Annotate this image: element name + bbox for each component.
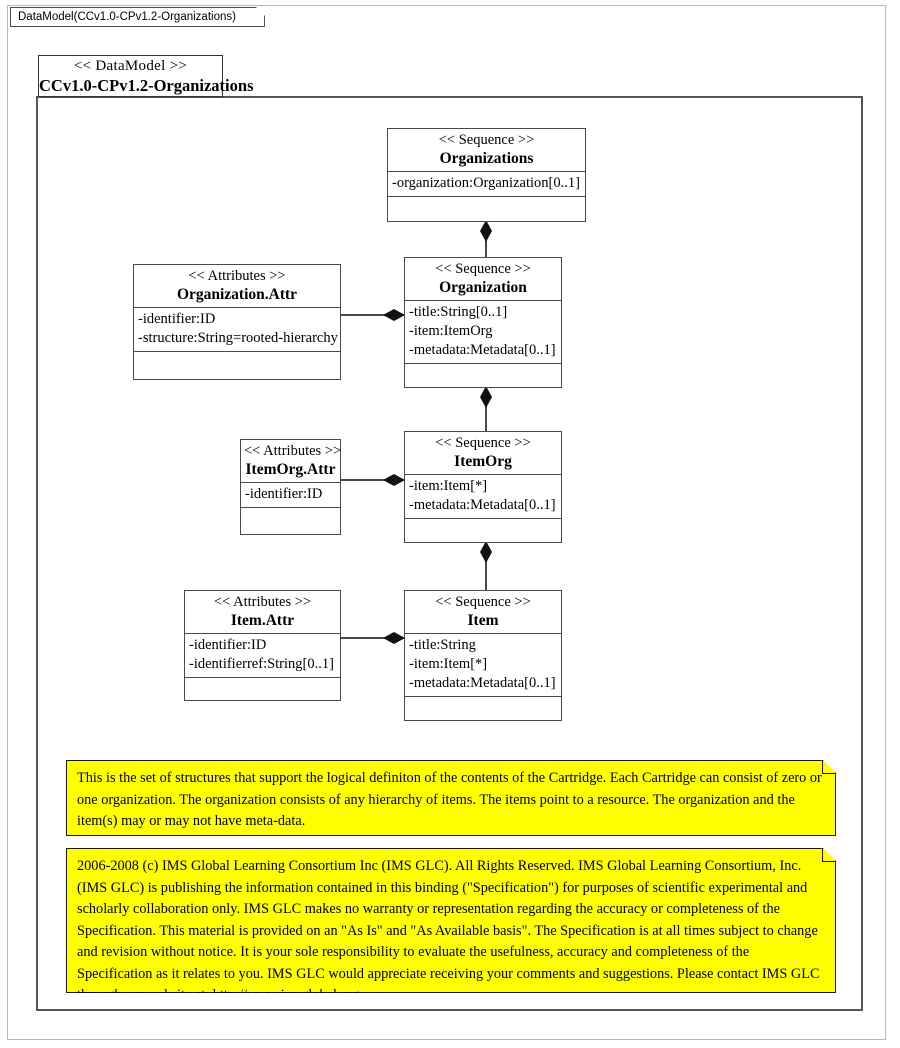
note-description: This is the set of structures that suppo…: [66, 760, 836, 836]
class-name-organization-attr: Organization.Attr: [176, 286, 298, 303]
class-name-itemorg-attr: ItemOrg.Attr: [245, 461, 336, 478]
composition-diamond-itemorg: [480, 541, 492, 563]
datamodel-name: CCv1.0-CPv1.2-Organizations: [39, 76, 254, 95]
class-header-itemorg-attr: << Attributes >> ItemOrg.Attr: [241, 440, 342, 483]
class-box-organization-attr[interactable]: << Attributes >> Organization.Attr -iden…: [133, 264, 341, 380]
attribute-row: -metadata:Metadata[0..1]: [409, 342, 556, 358]
connector-itemorg-attr: [341, 479, 404, 481]
class-box-itemorg-attr[interactable]: << Attributes >> ItemOrg.Attr -identifie…: [240, 439, 341, 535]
class-box-item[interactable]: << Sequence >> Item -title:String -item:…: [404, 590, 562, 721]
datamodel-stereotype: << DataModel >>: [73, 58, 188, 74]
composition-diamond-organization-attr: [383, 309, 405, 321]
composition-diamond-organizations: [480, 220, 492, 242]
class-name-item: Item: [467, 612, 499, 629]
class-attributes-organization-attr: -identifier:ID -structure:String=rooted-…: [134, 308, 340, 352]
page-border: [7, 5, 886, 1040]
class-box-item-attr[interactable]: << Attributes >> Item.Attr -identifier:I…: [184, 590, 341, 701]
note-copyright-text: 2006-2008 (c) IMS Global Learning Consor…: [77, 858, 820, 1003]
class-attributes-itemorg-attr: -identifier:ID: [241, 483, 340, 508]
class-name-organization: Organization: [439, 279, 527, 296]
note-description-text: This is the set of structures that suppo…: [77, 770, 822, 829]
class-attributes-organization: -title:String[0..1] -item:ItemOrg -metad…: [405, 301, 561, 364]
attribute-row: -item:Item[*]: [409, 478, 488, 494]
class-header-organizations: << Sequence >> Organizations: [388, 129, 585, 172]
attribute-row: -organization:Organization[0..1]: [392, 175, 580, 191]
attribute-row: -identifierref:String[0..1]: [189, 656, 334, 672]
class-attributes-organizations: -organization:Organization[0..1]: [388, 172, 585, 197]
attribute-row: -metadata:Metadata[0..1]: [409, 675, 556, 691]
datamodel-header-box: << DataModel >> CCv1.0-CPv1.2-Organizati…: [38, 55, 254, 97]
class-header-organization: << Sequence >> Organization: [405, 258, 561, 301]
class-operations-organization: [405, 364, 561, 386]
note-copyright: 2006-2008 (c) IMS Global Learning Consor…: [66, 848, 836, 993]
attribute-row: -identifier:ID: [245, 486, 323, 502]
class-box-organization[interactable]: << Sequence >> Organization -title:Strin…: [404, 257, 562, 388]
diagram-title-tab: DataModel(CCv1.0-CPv1.2-Organizations): [10, 7, 265, 27]
class-header-item-attr: << Attributes >> Item.Attr: [185, 591, 340, 634]
attribute-row: -title:String[0..1]: [409, 304, 508, 320]
attribute-row: -identifier:ID: [189, 637, 267, 653]
class-attributes-itemorg: -item:Item[*] -metadata:Metadata[0..1]: [405, 475, 561, 519]
class-header-item: << Sequence >> Item: [405, 591, 561, 634]
class-stereotype-organizations: << Sequence >>: [438, 132, 535, 148]
class-operations-item: [405, 697, 561, 719]
class-operations-itemorg-attr: [241, 508, 340, 530]
connector-itemorg-item: [485, 543, 487, 591]
class-stereotype-item: << Sequence >>: [435, 594, 531, 610]
class-box-organizations[interactable]: << Sequence >> Organizations -organizati…: [387, 128, 586, 222]
diagram-title-label: DataModel(CCv1.0-CPv1.2-Organizations): [18, 11, 236, 23]
class-name-organizations: Organizations: [439, 150, 534, 167]
class-header-itemorg: << Sequence >> ItemOrg: [405, 432, 561, 475]
connector-organization-attr: [341, 314, 404, 316]
class-stereotype-item-attr: << Attributes >>: [213, 594, 312, 610]
class-stereotype-organization: << Sequence >>: [435, 261, 531, 277]
connector-item-attr: [341, 637, 404, 639]
connector-organization-itemorg: [485, 388, 487, 432]
attribute-row: -title:String: [409, 637, 476, 653]
attribute-row: -metadata:Metadata[0..1]: [409, 497, 556, 513]
datamodel-frame: [36, 96, 863, 1011]
attribute-row: -item:Item[*]: [409, 656, 488, 672]
composition-diamond-organization: [480, 386, 492, 408]
class-stereotype-itemorg-attr: << Attributes >>: [244, 443, 342, 459]
attribute-row: -structure:String=rooted-hierarchy: [138, 330, 338, 346]
class-stereotype-itemorg: << Sequence >>: [435, 435, 531, 451]
attribute-row: -identifier:ID: [138, 311, 216, 327]
class-operations-item-attr: [185, 678, 340, 700]
class-name-itemorg: ItemOrg: [454, 453, 512, 470]
class-box-itemorg[interactable]: << Sequence >> ItemOrg -item:Item[*] -me…: [404, 431, 562, 543]
attribute-row: -item:ItemOrg: [409, 323, 493, 339]
class-operations-organization-attr: [134, 352, 340, 374]
class-operations-organizations: [388, 197, 585, 219]
class-name-item-attr: Item.Attr: [230, 612, 295, 629]
class-attributes-item-attr: -identifier:ID -identifierref:String[0..…: [185, 634, 340, 678]
class-stereotype-organization-attr: << Attributes >>: [188, 268, 286, 284]
class-header-organization-attr: << Attributes >> Organization.Attr: [134, 265, 340, 308]
class-attributes-item: -title:String -item:Item[*] -metadata:Me…: [405, 634, 561, 697]
composition-diamond-itemorg-attr: [383, 474, 405, 486]
class-operations-itemorg: [405, 519, 561, 541]
composition-diamond-item-attr: [383, 632, 405, 644]
